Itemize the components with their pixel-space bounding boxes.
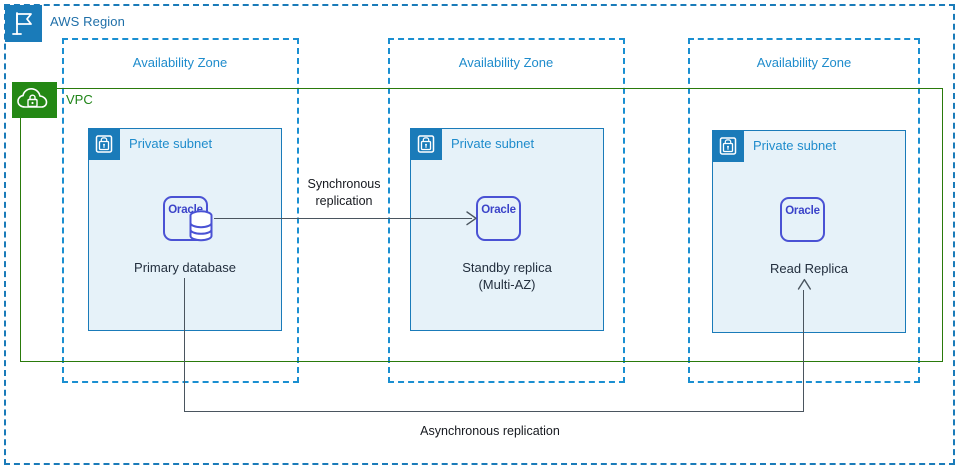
caption-line: Standby replica [462, 260, 552, 275]
availability-zone-2-label: Availability Zone [458, 55, 554, 70]
asynchronous-replication-line-across [184, 411, 804, 413]
asynchronous-replication-arrowhead [797, 278, 812, 291]
region-flag-icon [5, 5, 42, 42]
lock-icon [88, 128, 120, 160]
private-subnet-2: Private subnet [410, 128, 604, 331]
availability-zone-3-label: Availability Zone [756, 55, 852, 70]
read-replica-caption: Read Replica [712, 260, 906, 277]
vpc-boundary [20, 88, 943, 362]
oracle-database-icon-read-replica: Oracle [780, 197, 825, 242]
availability-zone-1-label: Availability Zone [132, 55, 228, 70]
database-cylinder-icon [188, 209, 214, 243]
asynchronous-replication-label: Asynchronous replication [340, 423, 640, 440]
asynchronous-replication-line-up [803, 290, 805, 412]
private-subnet-2-label: Private subnet [451, 136, 535, 151]
aws-region-label: AWS Region [50, 14, 125, 29]
availability-zone-2-boundary [388, 38, 625, 383]
vpc-cloud-lock-icon [12, 82, 57, 118]
edge-label-line: replication [315, 194, 373, 208]
asynchronous-replication-line-down [184, 278, 186, 412]
availability-zone-1-boundary [62, 38, 299, 383]
synchronous-replication-label: Synchronous replication [286, 176, 402, 210]
oracle-badge-label: Oracle [481, 204, 516, 216]
synchronous-replication-arrowhead [466, 211, 478, 226]
edge-label-line: Synchronous [307, 177, 381, 191]
private-subnet-3-label: Private subnet [753, 138, 837, 153]
lock-icon [712, 130, 744, 162]
edge-label-line: Asynchronous replication [420, 424, 560, 438]
caption-line: (Multi-AZ) [478, 277, 536, 292]
private-subnet-3: Private subnet [712, 130, 906, 333]
oracle-badge-label: Oracle [785, 205, 820, 217]
oracle-database-icon-standby: Oracle [476, 196, 521, 241]
caption-line: Primary database [134, 260, 236, 275]
standby-replica-caption: Standby replica (Multi-AZ) [410, 259, 604, 293]
primary-database-caption: Primary database [88, 259, 282, 276]
lock-icon [410, 128, 442, 160]
aws-region-boundary [4, 4, 955, 465]
synchronous-replication-line [214, 218, 472, 220]
vpc-label: VPC [66, 92, 93, 107]
caption-line: Read Replica [769, 261, 849, 276]
private-subnet-1-label: Private subnet [129, 136, 213, 151]
